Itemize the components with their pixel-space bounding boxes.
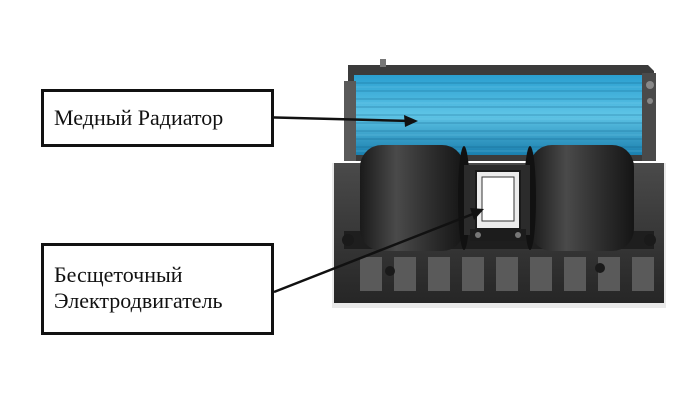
- copper-radiator: [344, 59, 656, 161]
- radiator-arrow-head: [404, 115, 418, 127]
- radiator-callout: Медный Радиатор: [41, 89, 274, 147]
- motor-arrow-head: [470, 208, 484, 220]
- motor-label-line1: Бесщеточный: [54, 262, 183, 287]
- fan-coil-unit-image: [332, 59, 666, 308]
- motor-label-line2: Электродвигатель: [54, 288, 223, 313]
- motor-leader-line: [273, 210, 479, 294]
- motor-callout: Бесщеточный Электродвигатель: [41, 243, 274, 335]
- brushless-motor: [464, 165, 530, 241]
- radiator-label: Медный Радиатор: [54, 105, 224, 130]
- radiator-leader-line: [255, 115, 413, 123]
